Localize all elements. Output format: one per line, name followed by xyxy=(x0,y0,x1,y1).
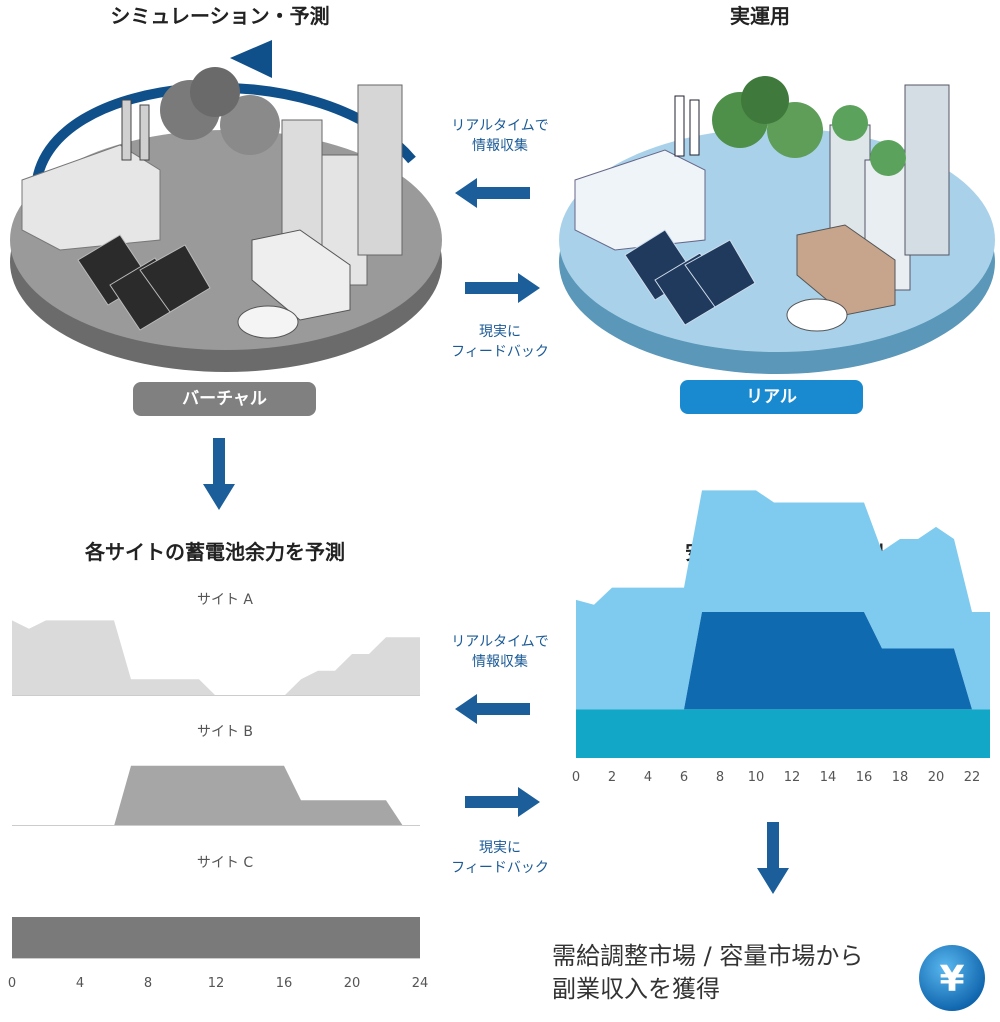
arrow-left-bottom xyxy=(455,694,530,724)
virtual-city-illustration xyxy=(10,40,442,372)
supply-x-tick: 2 xyxy=(607,770,617,785)
feedback-label-bottom-line2: フィードバック xyxy=(451,860,549,876)
site-c-chart xyxy=(12,917,420,959)
virtual-badge: バーチャル xyxy=(133,382,316,416)
site-c-x-tick: 12 xyxy=(207,976,225,991)
revenue-text-line1: 需給調整市場 / 容量市場から xyxy=(552,942,864,970)
arrow-down-left xyxy=(203,438,235,510)
site-c-label: サイト C xyxy=(196,855,254,871)
yen-coin-icon: ¥ xyxy=(919,945,985,1011)
collect-label-bottom-line2: 情報収集 xyxy=(472,654,528,670)
supply-x-tick: 22 xyxy=(963,770,981,785)
feedback-label-bottom: 現実に フィードバック xyxy=(430,838,570,878)
supply-x-tick: 14 xyxy=(819,770,837,785)
site-b-label: サイト B xyxy=(196,724,254,740)
battery-forecast-title: 各サイトの蓄電池余力を予測 xyxy=(85,540,345,564)
supply-x-tick: 4 xyxy=(643,770,653,785)
supply-total-area xyxy=(576,490,990,710)
supply-x-tick: 20 xyxy=(927,770,945,785)
feedback-label-top-line2: フィードバック xyxy=(451,344,549,360)
site-c-x-tick: 24 xyxy=(411,976,429,991)
supply-x-tick: 12 xyxy=(783,770,801,785)
supply-x-tick: 0 xyxy=(571,770,581,785)
supply-chart xyxy=(576,490,990,758)
simulation-title: シミュレーション・予測 xyxy=(110,4,330,28)
arrow-right-bottom xyxy=(465,787,540,817)
collect-label-top-line2: 情報収集 xyxy=(472,138,528,154)
real-city-illustration xyxy=(559,76,995,374)
supply-x-tick: 10 xyxy=(747,770,765,785)
collect-label-top-line1: リアルタイムで xyxy=(451,118,549,134)
feedback-label-top-line1: 現実に xyxy=(479,324,521,340)
site-c-x-tick: 4 xyxy=(75,976,85,991)
arrow-right-top xyxy=(465,273,540,303)
site-c-x-tick: 8 xyxy=(143,976,153,991)
revenue-text-line2: 副業収入を獲得 xyxy=(552,975,720,1003)
collect-label-bottom-line1: リアルタイムで xyxy=(451,634,549,650)
supply-battery-area xyxy=(576,612,990,710)
site-c-area xyxy=(12,917,420,959)
revenue-text: 需給調整市場 / 容量市場から 副業収入を獲得 xyxy=(552,940,863,1006)
supply-base-area xyxy=(576,709,990,758)
site-a-area xyxy=(12,620,420,696)
site-c-x-tick: 16 xyxy=(275,976,293,991)
arrow-left-top xyxy=(455,178,530,208)
feedback-label-bottom-line1: 現実に xyxy=(479,840,521,856)
operation-title: 実運用 xyxy=(730,4,790,28)
feedback-label-top: 現実に フィードバック xyxy=(430,322,570,362)
supply-x-tick: 6 xyxy=(679,770,689,785)
arrow-down-right xyxy=(757,822,789,894)
supply-x-tick: 8 xyxy=(715,770,725,785)
collect-label-top: リアルタイムで 情報収集 xyxy=(430,116,570,156)
site-b-chart xyxy=(12,765,420,826)
site-c-x-tick: 20 xyxy=(343,976,361,991)
site-a-chart xyxy=(12,620,420,696)
supply-x-tick: 18 xyxy=(891,770,909,785)
site-b-area xyxy=(12,765,420,826)
collect-label-bottom: リアルタイムで 情報収集 xyxy=(430,632,570,672)
site-a-label: サイト A xyxy=(196,592,254,608)
yen-symbol: ¥ xyxy=(939,959,964,1000)
real-badge: リアル xyxy=(680,380,863,414)
site-c-x-tick: 0 xyxy=(7,976,17,991)
supply-x-tick: 16 xyxy=(855,770,873,785)
